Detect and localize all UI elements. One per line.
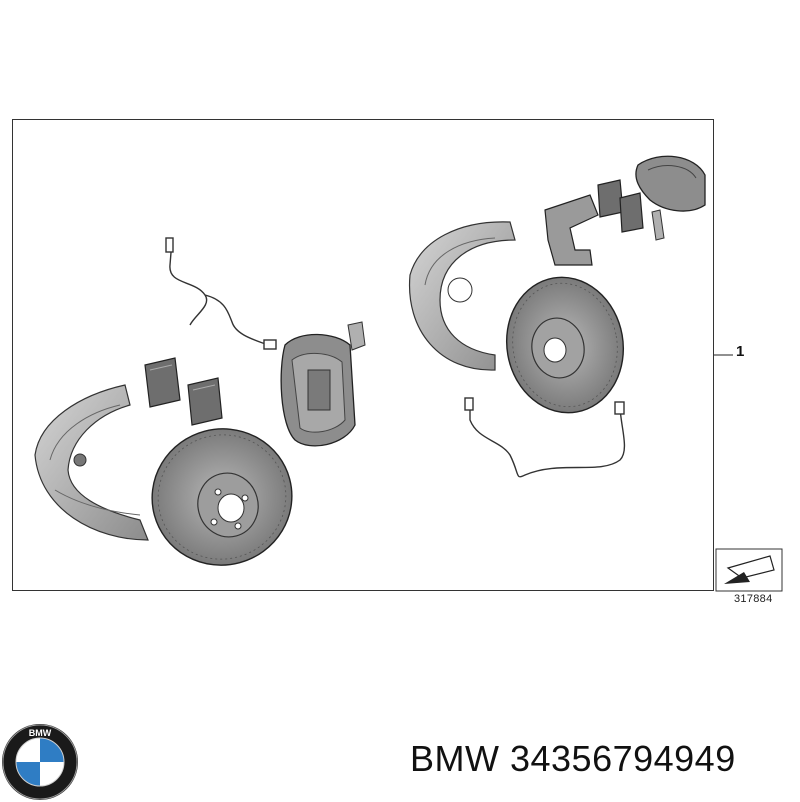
diagram-frame	[12, 119, 714, 591]
bmw-roundel-icon: BMW	[2, 724, 78, 800]
front-brake-disc	[151, 428, 293, 566]
rear-brake-disc	[505, 276, 625, 414]
rear-caliper-carrier	[544, 194, 599, 266]
front-brake-wear-sensor	[165, 237, 277, 350]
reference-number: 317884	[734, 593, 773, 605]
svg-text:BMW: BMW	[29, 728, 52, 738]
reference-arrow-icon	[715, 548, 783, 592]
front-left-dust-shield	[34, 384, 149, 541]
front-brake-pads	[144, 357, 223, 426]
rear-brake-wear-sensor	[464, 397, 626, 478]
part-caption: BMW 34356794949	[410, 738, 736, 779]
front-brake-caliper	[280, 321, 366, 447]
callout-label: 1	[736, 343, 745, 360]
rear-brake-caliper	[635, 155, 706, 241]
rear-brake-pads	[597, 179, 644, 233]
rear-dust-shield	[408, 221, 516, 371]
